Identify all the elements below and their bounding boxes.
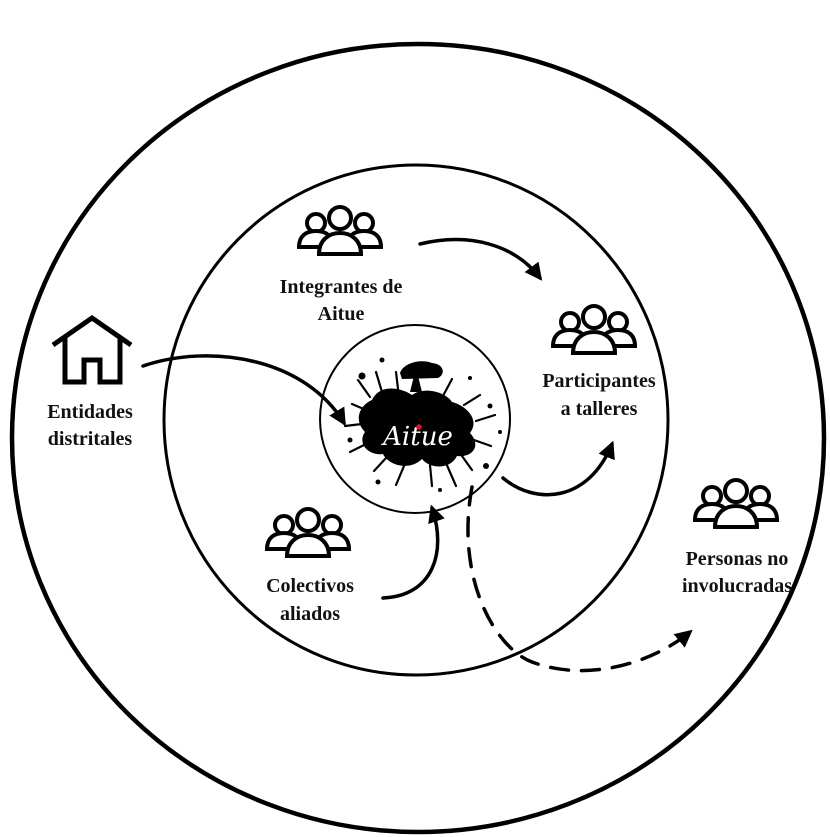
colectivos-label-line1: Colectivos xyxy=(266,575,354,597)
group-icon xyxy=(692,478,780,529)
personas-label-line2: involucradas xyxy=(682,575,792,597)
entidades-label-line2: distritales xyxy=(48,428,133,450)
integrantes-label-line1: Integrantes de xyxy=(280,276,403,298)
arrow-entidades-to-center xyxy=(141,354,346,426)
group-icon xyxy=(550,304,638,355)
node-integrantes: Integrantes de Aitue xyxy=(280,205,403,325)
group-icon xyxy=(264,507,352,558)
middle-ring xyxy=(162,163,670,677)
arrow-integrantes-to-participantes xyxy=(418,237,543,281)
outer-ring xyxy=(9,41,827,835)
colectivos-label-line2: aliados xyxy=(280,603,340,625)
inner-ring xyxy=(319,324,511,514)
group-icon xyxy=(296,205,384,256)
participantes-label-line2: a talleres xyxy=(561,398,638,420)
integrantes-label-line2: Aitue xyxy=(318,303,365,325)
ink-dots xyxy=(347,357,502,492)
arrow-center-to-personas-dashed xyxy=(466,485,693,673)
node-personas: Personas no involucradas xyxy=(682,478,792,597)
arrow-center-to-participantes xyxy=(501,440,615,497)
participantes-label-line1: Participantes xyxy=(542,370,656,392)
flow-arrows xyxy=(141,237,693,673)
logo-red-dot xyxy=(416,424,422,430)
node-participantes: Participantes a talleres xyxy=(542,304,656,420)
personas-label-line1: Personas no xyxy=(686,548,789,570)
aitue-logo: Aitue xyxy=(343,357,502,492)
node-colectivos: Colectivos aliados xyxy=(264,507,354,625)
ink-drips xyxy=(343,370,497,488)
house-icon xyxy=(51,314,133,385)
node-entidades: Entidades distritales xyxy=(47,314,133,450)
arrow-colectivos-to-center xyxy=(381,504,445,600)
entidades-label-line1: Entidades xyxy=(47,401,133,423)
logo-tree xyxy=(400,361,443,392)
